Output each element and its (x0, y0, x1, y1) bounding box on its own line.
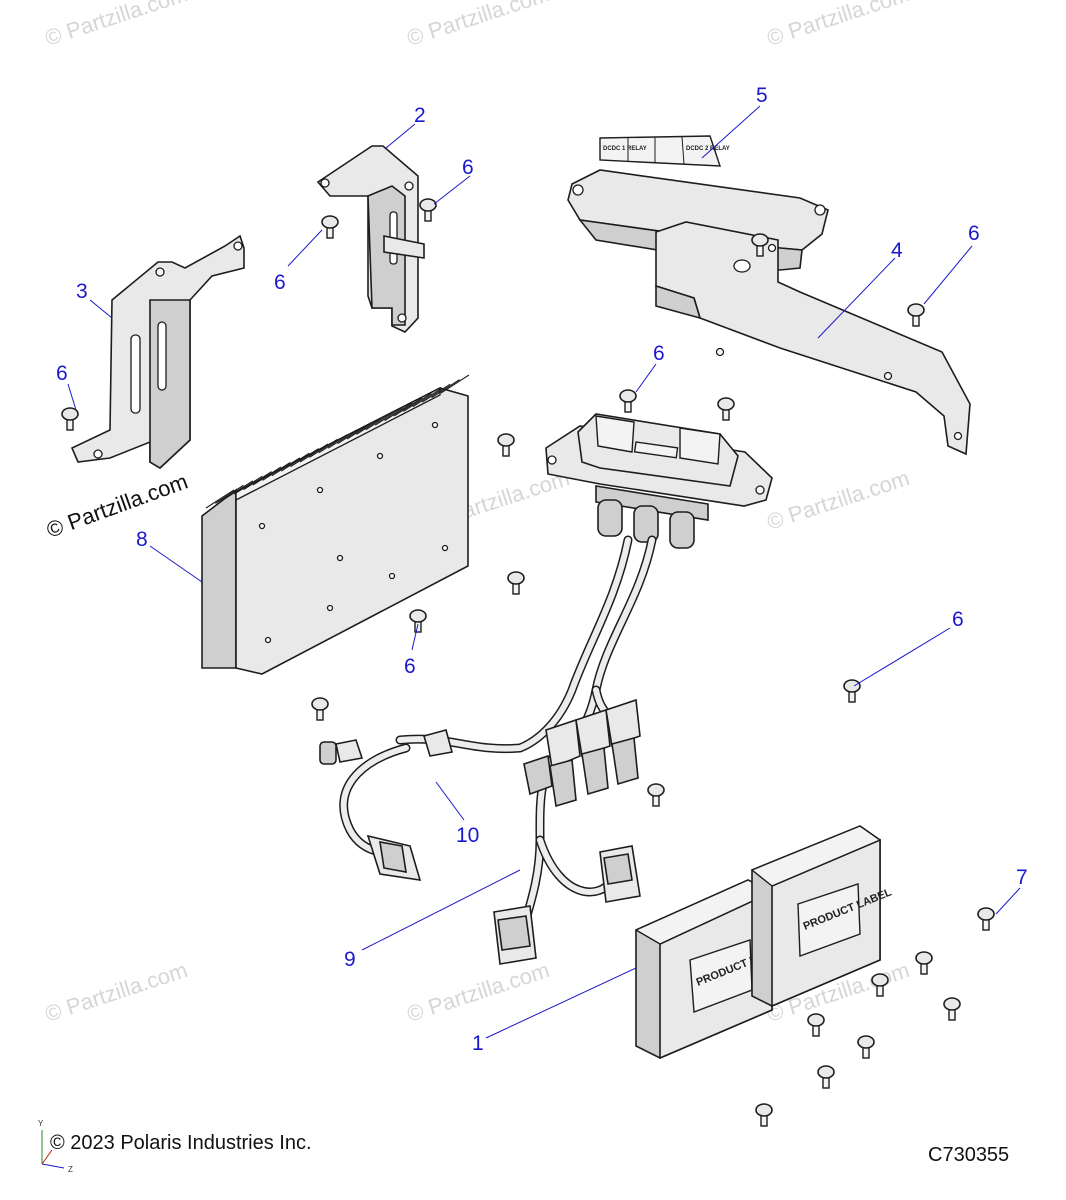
bolt (717, 397, 735, 421)
bolt (619, 389, 637, 413)
heat-sink-fin (403, 392, 432, 412)
copyright-text: © 2023 Polaris Industries Inc. (50, 1132, 312, 1154)
relay-label-1: DCDC 1 RELAY (603, 146, 647, 152)
bolt (857, 1035, 875, 1059)
callout-2: 2 (414, 104, 426, 127)
watermark-1: © Partzilla.com (42, 0, 191, 51)
bolt (907, 303, 925, 327)
bracket-part-3 (70, 234, 245, 469)
control-module-part-1-rear: PRODUCT LABEL (750, 825, 894, 1008)
heat-sink-fin (318, 434, 348, 454)
heat-sink-fin (243, 471, 272, 491)
heat-sink-fin (384, 402, 413, 422)
heat-sink-fin (431, 379, 460, 399)
heat-sink-fin (215, 484, 244, 504)
callout-1: 1 (472, 1032, 484, 1055)
bracket-part-2 (316, 145, 425, 333)
callout-9: 9 (344, 948, 356, 971)
heat-sink-fin (346, 420, 376, 440)
bolt (647, 783, 665, 807)
axis-triad: Y Z (38, 1119, 73, 1174)
bolt (755, 1103, 773, 1127)
heat-sink-fin (309, 438, 338, 458)
heat-sink-fin (337, 425, 366, 445)
watermark-6: © Partzilla.com (42, 957, 191, 1027)
heat-sink-fin (393, 397, 423, 417)
bolt (871, 973, 889, 997)
watermark-5: © Partzilla.com (764, 465, 913, 535)
fasteners (61, 198, 995, 1127)
heat-sink-fin (412, 388, 442, 408)
bolt (915, 951, 933, 975)
heat-sink-fin (271, 457, 301, 477)
callout-7: 7 (1016, 866, 1028, 889)
bolt (817, 1065, 835, 1089)
heat-sink-fins (205, 374, 470, 509)
bolt (419, 198, 437, 222)
heat-sink-fin (205, 489, 235, 509)
bolt (977, 907, 995, 931)
callout-6-right: 6 (952, 608, 964, 631)
heat-sink-module-part-8 (201, 374, 470, 675)
heat-sink-fin (421, 383, 451, 403)
bolt (751, 233, 769, 257)
callout-6-upper-bracket: 6 (462, 156, 474, 179)
heat-sink-fin (299, 443, 329, 463)
partzilla-main-watermark: © Partzilla.com (43, 469, 191, 543)
callout-6-left-bracket: 6 (56, 362, 68, 385)
callout-3: 3 (76, 280, 88, 303)
callout-5: 5 (756, 84, 768, 107)
fuse-relay-box (545, 413, 773, 549)
bolt (943, 997, 961, 1021)
heat-sink-fin (280, 452, 310, 472)
wire-harness-part-9 (319, 535, 657, 965)
bolt (321, 215, 339, 239)
callout-6-bracket-bolt: 6 (274, 271, 286, 294)
heat-sink-fin (262, 461, 291, 481)
bolt (311, 697, 329, 721)
heat-sink-fin (356, 415, 385, 435)
watermark-3: © Partzilla.com (764, 0, 913, 51)
bolt (807, 1013, 825, 1037)
relay-label-2: DCDC 2 RELAY (686, 146, 730, 152)
callout-6-long-bracket: 6 (968, 222, 980, 245)
heat-sink-fin (327, 429, 357, 449)
callout-10: 10 (456, 824, 479, 847)
bolt (61, 407, 79, 431)
callout-4: 4 (891, 239, 903, 262)
callout-6-relay-box: 6 (653, 342, 665, 365)
heat-sink-fin (374, 406, 404, 426)
heat-sink-fin (252, 466, 282, 486)
callout-6-heat-sink: 6 (404, 655, 416, 678)
heat-sink-fin (365, 411, 395, 431)
bracket-part-4 (655, 221, 971, 456)
heat-sink-fin (224, 480, 254, 500)
bolt (497, 433, 515, 457)
axis-z-label: Z (68, 1165, 73, 1174)
bolt (409, 609, 427, 633)
bolt (507, 571, 525, 595)
callout-8: 8 (136, 528, 148, 551)
watermark-2: © Partzilla.com (404, 0, 553, 51)
heat-sink-fin (440, 374, 470, 394)
heat-sink-fin (233, 475, 263, 495)
heat-sink-fin (290, 448, 319, 468)
watermark-7: © Partzilla.com (404, 957, 553, 1027)
callouts: 2 3 6 6 5 4 6 6 6 8 6 6 10 9 7 1 (56, 84, 1028, 1055)
axis-y-label: Y (38, 1119, 44, 1128)
figure-code: C730355 (928, 1144, 1010, 1166)
bolt (843, 679, 861, 703)
leader-lines (67, 105, 1021, 1039)
